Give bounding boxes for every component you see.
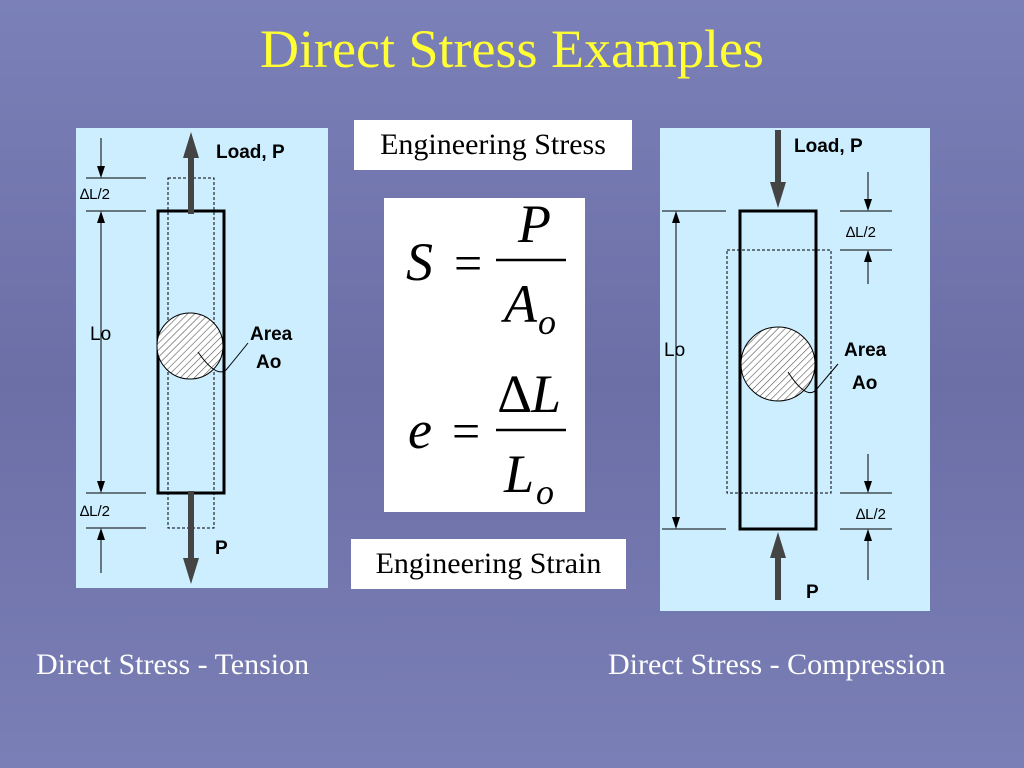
dimension-arrowheads [97,166,105,540]
compression-caption: Direct Stress - Compression [608,648,946,681]
engineering-strain-label: Engineering Strain [351,539,626,589]
compression-load-label: Load, P [794,136,863,157]
bottom-load-arrow [770,532,786,600]
compression-delta-top-label: ∆L/2 [846,224,877,241]
top-load-arrow [183,132,199,214]
stress-numerator: P [517,198,551,254]
engineering-stress-label: Engineering Stress [354,120,632,170]
strain-numerator: ∆L [498,364,561,424]
tension-delta-top-label: ∆L/2 [80,186,111,203]
bottom-load-arrow [183,491,199,584]
dimension-arrowheads [672,199,872,541]
tension-bottom-load-label: P [215,538,228,559]
dimension-lines [86,138,146,573]
strain-denominator: L [503,444,534,504]
compression-diagram-graphic [662,130,892,600]
strain-lhs: e [408,400,432,460]
stress-lhs: S [406,232,433,292]
formula-graphic: S = P A o e = ∆L L o [406,198,566,512]
stress-equals: = [454,235,482,291]
compression-area-label: Area [844,340,887,361]
compression-length-label: Lo [664,340,686,361]
slide-title: Direct Stress Examples [260,19,764,79]
tension-length-label: Lo [90,324,112,345]
stress-denominator: A [501,274,538,334]
stress-denominator-subscript: o [538,302,556,342]
formula-box: S = P A o e = ∆L L o [384,198,585,512]
specimen-bar [738,209,818,531]
area-leader-line [197,342,249,373]
compression-delta-bottom-label: ∆L/2 [856,506,887,523]
compression-bottom-load-label: P [806,582,819,603]
tension-caption: Direct Stress - Tension [36,648,310,681]
tension-load-label: Load, P [216,142,285,163]
tension-area-symbol: Ao [256,352,282,373]
area-leader-line [787,363,839,394]
strain-denominator-subscript: o [536,472,554,512]
compression-diagram: Load, P ∆L/2 Lo Area Ao ∆L/2 P [660,128,930,611]
tension-area-label: Area [250,324,293,345]
tension-delta-bottom-label: ∆L/2 [80,503,111,520]
strain-equals: = [452,403,480,459]
compression-area-symbol: Ao [852,373,878,394]
cross-section-circle [740,326,816,402]
top-load-arrow [770,130,786,208]
dimension-lines [662,172,892,580]
tension-diagram: Load, P ∆L/2 Lo Area Ao ∆L/2 P [76,128,328,588]
tension-diagram-graphic [86,132,249,584]
